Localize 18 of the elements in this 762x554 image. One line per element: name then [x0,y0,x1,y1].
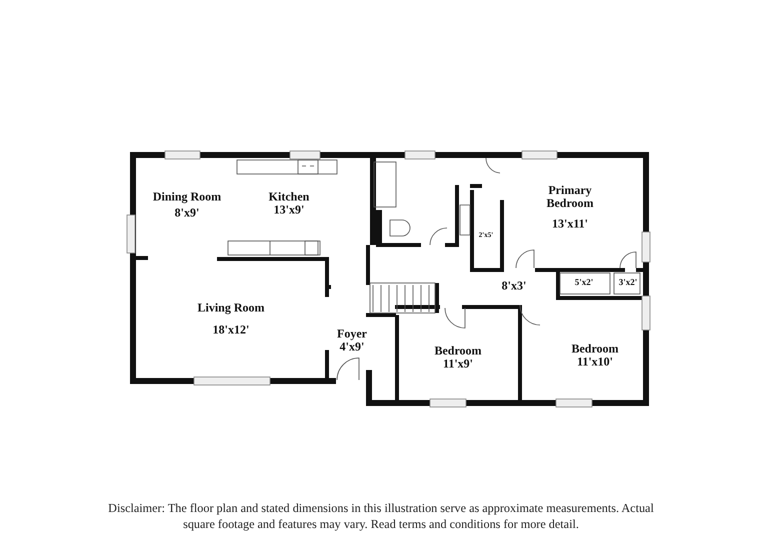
room-dimensions: 3'x2' [618,278,638,288]
room-dimensions: 8'x3' [502,279,526,293]
room-dimensions: 5'x2' [574,278,594,288]
room-name: Bedroom [434,344,482,358]
room-dimensions: 18'x12' [212,323,250,337]
disclaimer-note: Disclaimer: The floor plan and stated dimensions in this illustration serve as approximate measurements. Actual square footage and features may vary. Read terms and conditions for more detail. [107,500,655,533]
room-name: Dining Room [152,190,222,204]
room-dimensions: 4'x9' [340,340,364,354]
room-name: Living Room [196,301,266,315]
room-dimensions: 13'x11' [552,217,588,231]
room-dimensions: 11'x10' [577,355,613,369]
room-dimensions: 8'x9' [174,206,200,220]
room-name: Primary Bedroom [545,184,595,210]
room-dimensions: 11'x9' [443,357,473,371]
room-name: Foyer [337,327,367,341]
room-dimensions: 13'x9' [274,203,304,217]
room-name: Kitchen [268,190,310,204]
room-name: Bedroom [571,342,619,356]
